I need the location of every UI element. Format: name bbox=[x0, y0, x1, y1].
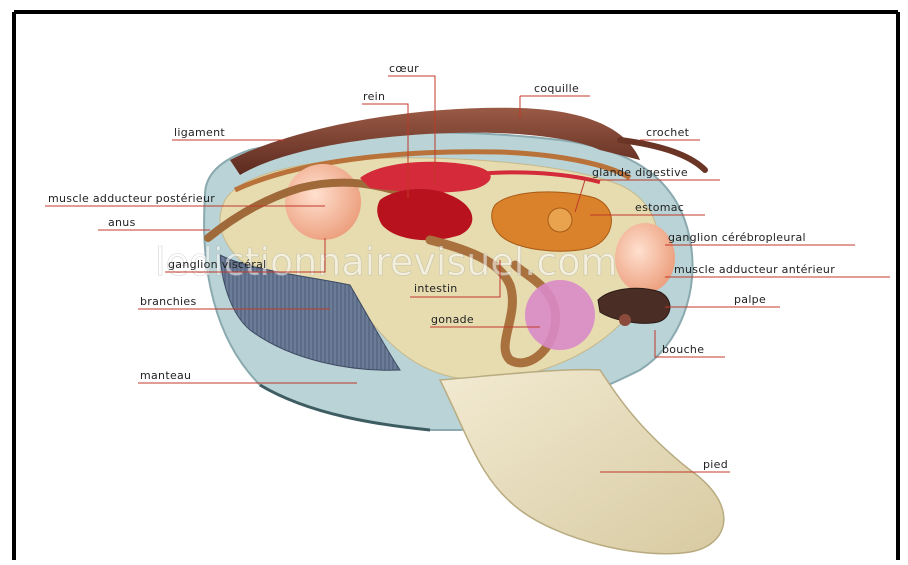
bouche-mouth bbox=[619, 314, 631, 326]
label-intestin: intestin bbox=[414, 282, 458, 295]
label-palpe: palpe bbox=[734, 293, 766, 306]
label-ganglion-visceral: ganglion viscéral bbox=[168, 258, 267, 271]
label-ganglion-cerebropleural: ganglion cérébropleural bbox=[668, 231, 806, 244]
label-bouche: bouche bbox=[662, 343, 704, 356]
gonade-gonad bbox=[525, 280, 595, 350]
label-muscle-adducteur-posterieur: muscle adducteur postérieur bbox=[48, 192, 215, 205]
label-coeur: cœur bbox=[389, 62, 419, 75]
label-ligament: ligament bbox=[174, 126, 225, 139]
label-glande-digestive: glande digestive bbox=[592, 166, 688, 179]
label-rein: rein bbox=[363, 90, 385, 103]
label-pied: pied bbox=[703, 458, 728, 471]
label-branchies: branchies bbox=[140, 295, 197, 308]
label-estomac: estomac bbox=[635, 201, 684, 214]
pied-foot bbox=[440, 370, 724, 554]
label-crochet: crochet bbox=[646, 126, 690, 139]
label-muscle-adducteur-anterieur: muscle adducteur antérieur bbox=[674, 263, 835, 276]
label-anus: anus bbox=[108, 216, 136, 229]
label-coquille: coquille bbox=[534, 82, 579, 95]
posterior-adductor-muscle bbox=[285, 164, 361, 240]
label-gonade: gonade bbox=[431, 313, 474, 326]
label-manteau: manteau bbox=[140, 369, 191, 382]
estomac-stomach bbox=[548, 208, 572, 232]
anterior-adductor-muscle bbox=[615, 223, 675, 293]
